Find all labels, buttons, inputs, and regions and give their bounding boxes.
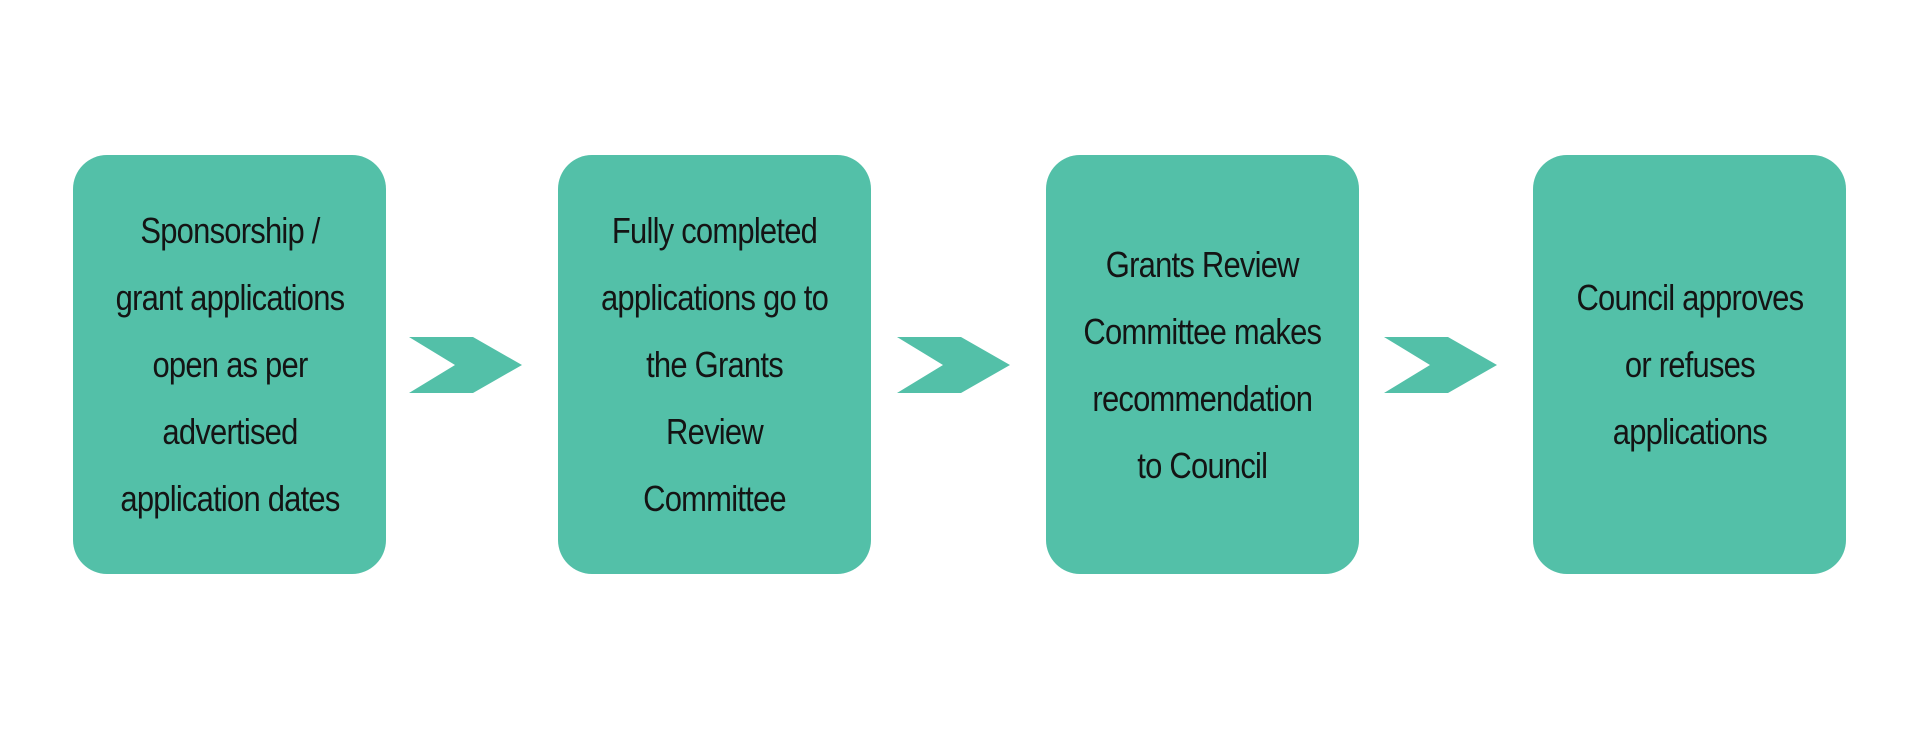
step-box-council-decision: Council approves or refuses applications: [1533, 155, 1846, 574]
step-label: Grants Review Committee makes recommenda…: [1083, 243, 1323, 486]
chevron-right-icon: [409, 337, 522, 393]
chevron-right-icon: [897, 337, 1010, 393]
step-label: Sponsorship / grant applications open as…: [115, 210, 345, 519]
chevron-right-icon: [1384, 337, 1497, 393]
step-box-applications-open: Sponsorship / grant applications open as…: [73, 155, 386, 574]
step-label: Fully completed applications go to the G…: [600, 210, 829, 519]
step-box-to-review-committee: Fully completed applications go to the G…: [558, 155, 871, 574]
step-label: Council approves or refuses applications: [1576, 277, 1804, 452]
step-box-committee-recommendation: Grants Review Committee makes recommenda…: [1046, 155, 1359, 574]
